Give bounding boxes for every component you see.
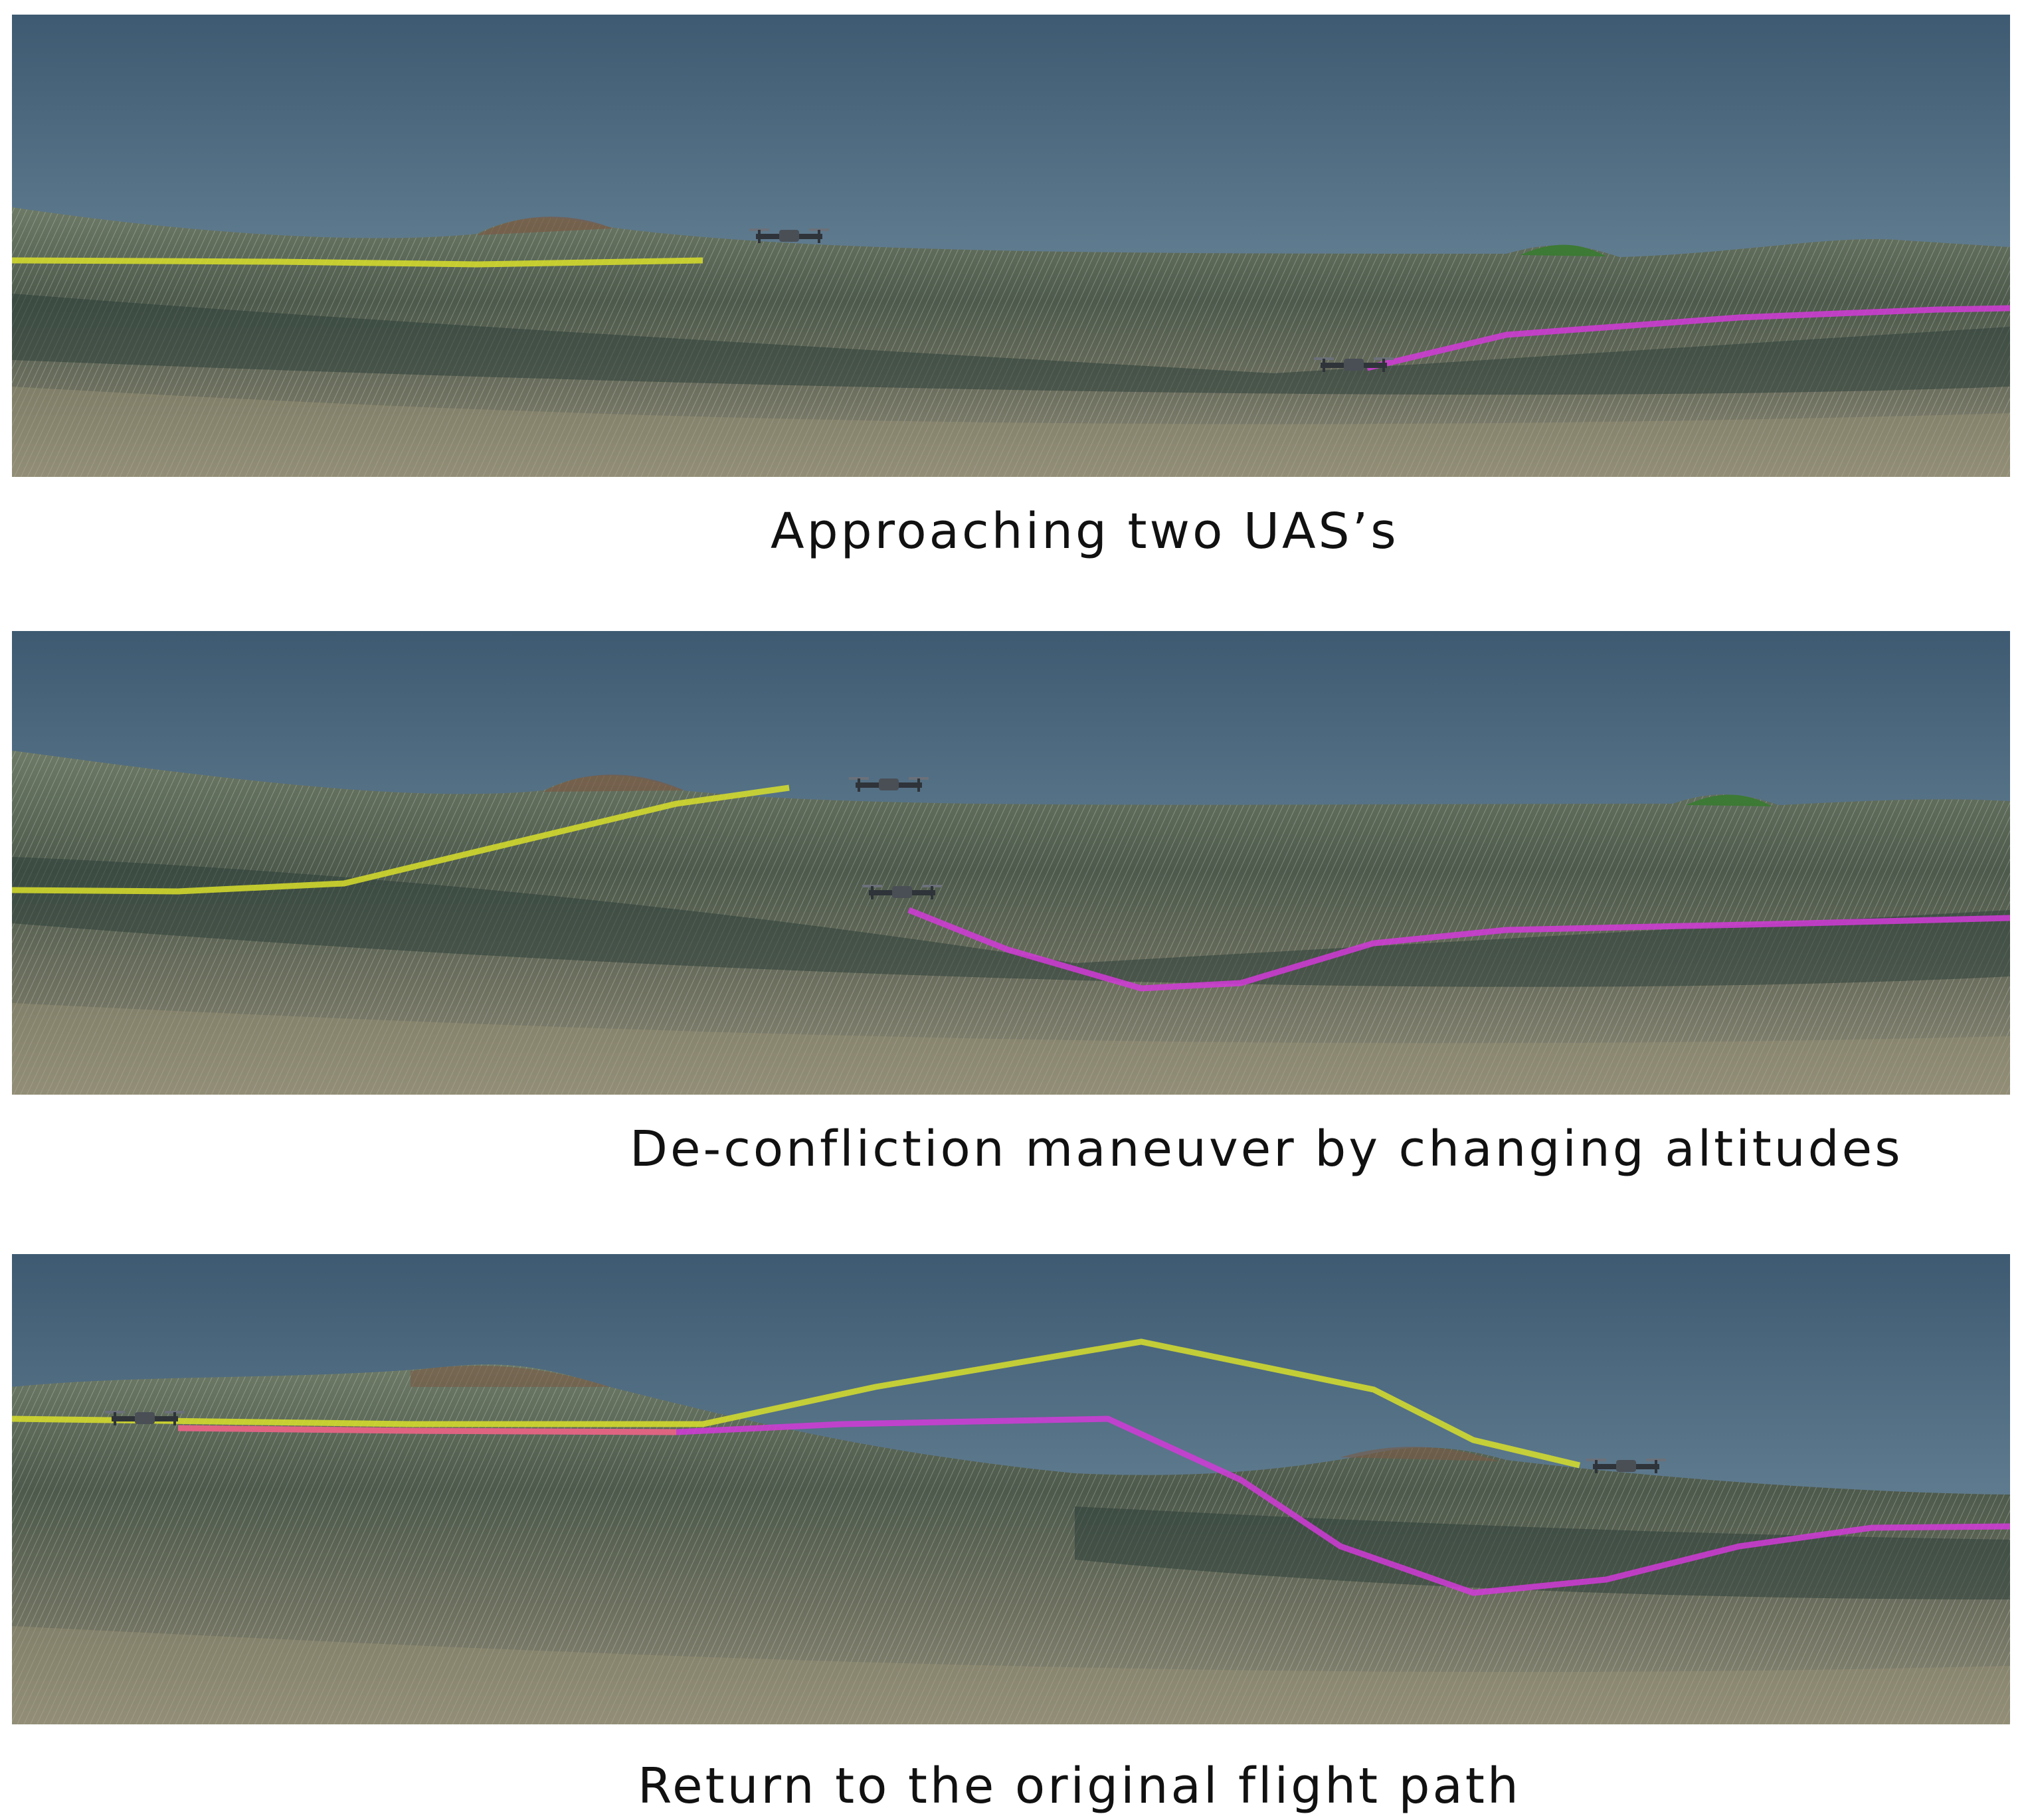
panel-caption: Approaching two UAS’s	[771, 503, 1399, 560]
uas-path-a	[12, 784, 790, 895]
panel-caption: Return to the original flight path	[638, 1758, 1521, 1815]
overlap-path	[177, 1425, 677, 1435]
scene-panel-deconfliction	[12, 631, 2010, 1095]
terrain-scene	[12, 15, 2010, 477]
panel-caption: De-confliction maneuver by changing alti…	[630, 1121, 1903, 1178]
uas-path-a	[12, 1338, 1581, 1469]
scene-panel-return	[12, 1254, 2010, 1724]
uas-path-a	[12, 257, 703, 268]
terrain-scene	[12, 631, 2010, 1095]
terrain-scene	[12, 1254, 2010, 1724]
scene-panel-approaching	[12, 15, 2010, 477]
uas-path-b	[907, 907, 2010, 992]
uas-path-b	[1366, 305, 2010, 371]
